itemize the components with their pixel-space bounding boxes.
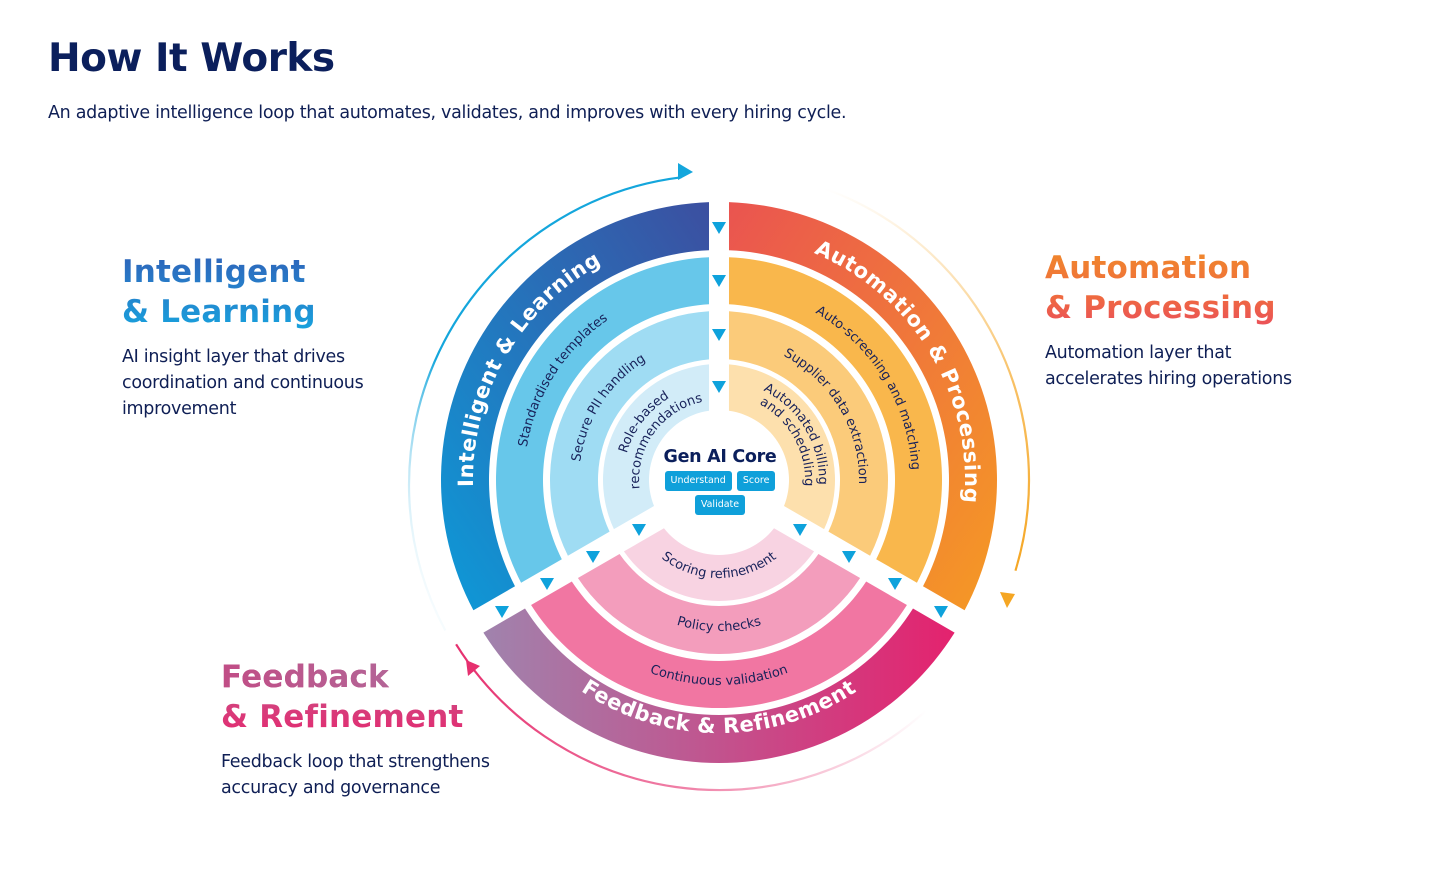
flow-marker-icon	[842, 551, 856, 563]
intelligent-band-3	[603, 364, 710, 530]
flow-marker-icon	[712, 329, 726, 341]
intelligent-learning-panel: Intelligent & Learning AI insight layer …	[122, 252, 422, 422]
flow-marker-icon	[632, 524, 646, 536]
flow-marker-icon	[540, 578, 554, 590]
page-subtitle: An adaptive intelligence loop that autom…	[48, 103, 847, 123]
intelligent-learning-description: AI insight layer that drives coordinatio…	[122, 347, 364, 419]
feedback-band-2	[577, 553, 861, 654]
feedback-band-1	[531, 581, 907, 709]
arrowhead-icon	[678, 163, 693, 180]
feedback-refinement-panel: Feedback & Refinement Feedback loop that…	[221, 657, 551, 801]
gen-ai-core: Gen AI Core Understand Score Validate	[649, 447, 791, 515]
arrow-feedback-to-intelligent	[455, 643, 928, 792]
arrow-automation-to-feedback	[824, 187, 1031, 571]
arrow-intelligent-to-automation	[407, 176, 682, 632]
intelligent-band-0	[441, 202, 710, 611]
chip-validate: Validate	[694, 495, 746, 515]
arrowhead-icon	[1000, 592, 1015, 608]
feedback-band-3	[623, 528, 815, 602]
intelligent-band-1	[496, 257, 710, 583]
intelligent-band-2	[549, 311, 710, 556]
automation-band-3	[728, 364, 835, 530]
feedback-refinement-heading: Feedback & Refinement	[221, 657, 551, 737]
band-label-policy-checks: Policy checks	[675, 614, 763, 635]
chip-understand: Understand	[664, 471, 732, 491]
automation-sector	[728, 202, 997, 611]
heading-line-1: Feedback	[221, 657, 551, 697]
flow-marker-icon	[934, 606, 948, 618]
flow-marker-icon	[888, 578, 902, 590]
flow-marker-icon	[712, 275, 726, 287]
intelligent-sector	[441, 202, 710, 611]
page-title: How It Works	[48, 36, 335, 81]
automation-processing-description: Automation layer that accelerates hiring…	[1045, 343, 1292, 389]
core-title: Gen AI Core	[663, 447, 777, 467]
chip-score: Score	[736, 471, 776, 491]
automation-processing-panel: Automation & Processing Automation layer…	[1045, 248, 1305, 392]
feedback-band-0	[483, 608, 955, 764]
automation-band-2	[728, 311, 889, 556]
feedback-refinement-description: Feedback loop that strengthens accuracy …	[221, 752, 490, 798]
arrowhead-icon	[466, 660, 480, 676]
flow-marker-icon	[793, 524, 807, 536]
flow-marker-icon	[586, 551, 600, 563]
feedback-sector	[483, 528, 955, 764]
flow-marker-icon	[495, 606, 509, 618]
automation-band-1	[728, 257, 943, 583]
flow-marker-icon	[712, 381, 726, 393]
automation-band-0	[728, 202, 997, 611]
flow-marker-icon	[712, 222, 726, 234]
